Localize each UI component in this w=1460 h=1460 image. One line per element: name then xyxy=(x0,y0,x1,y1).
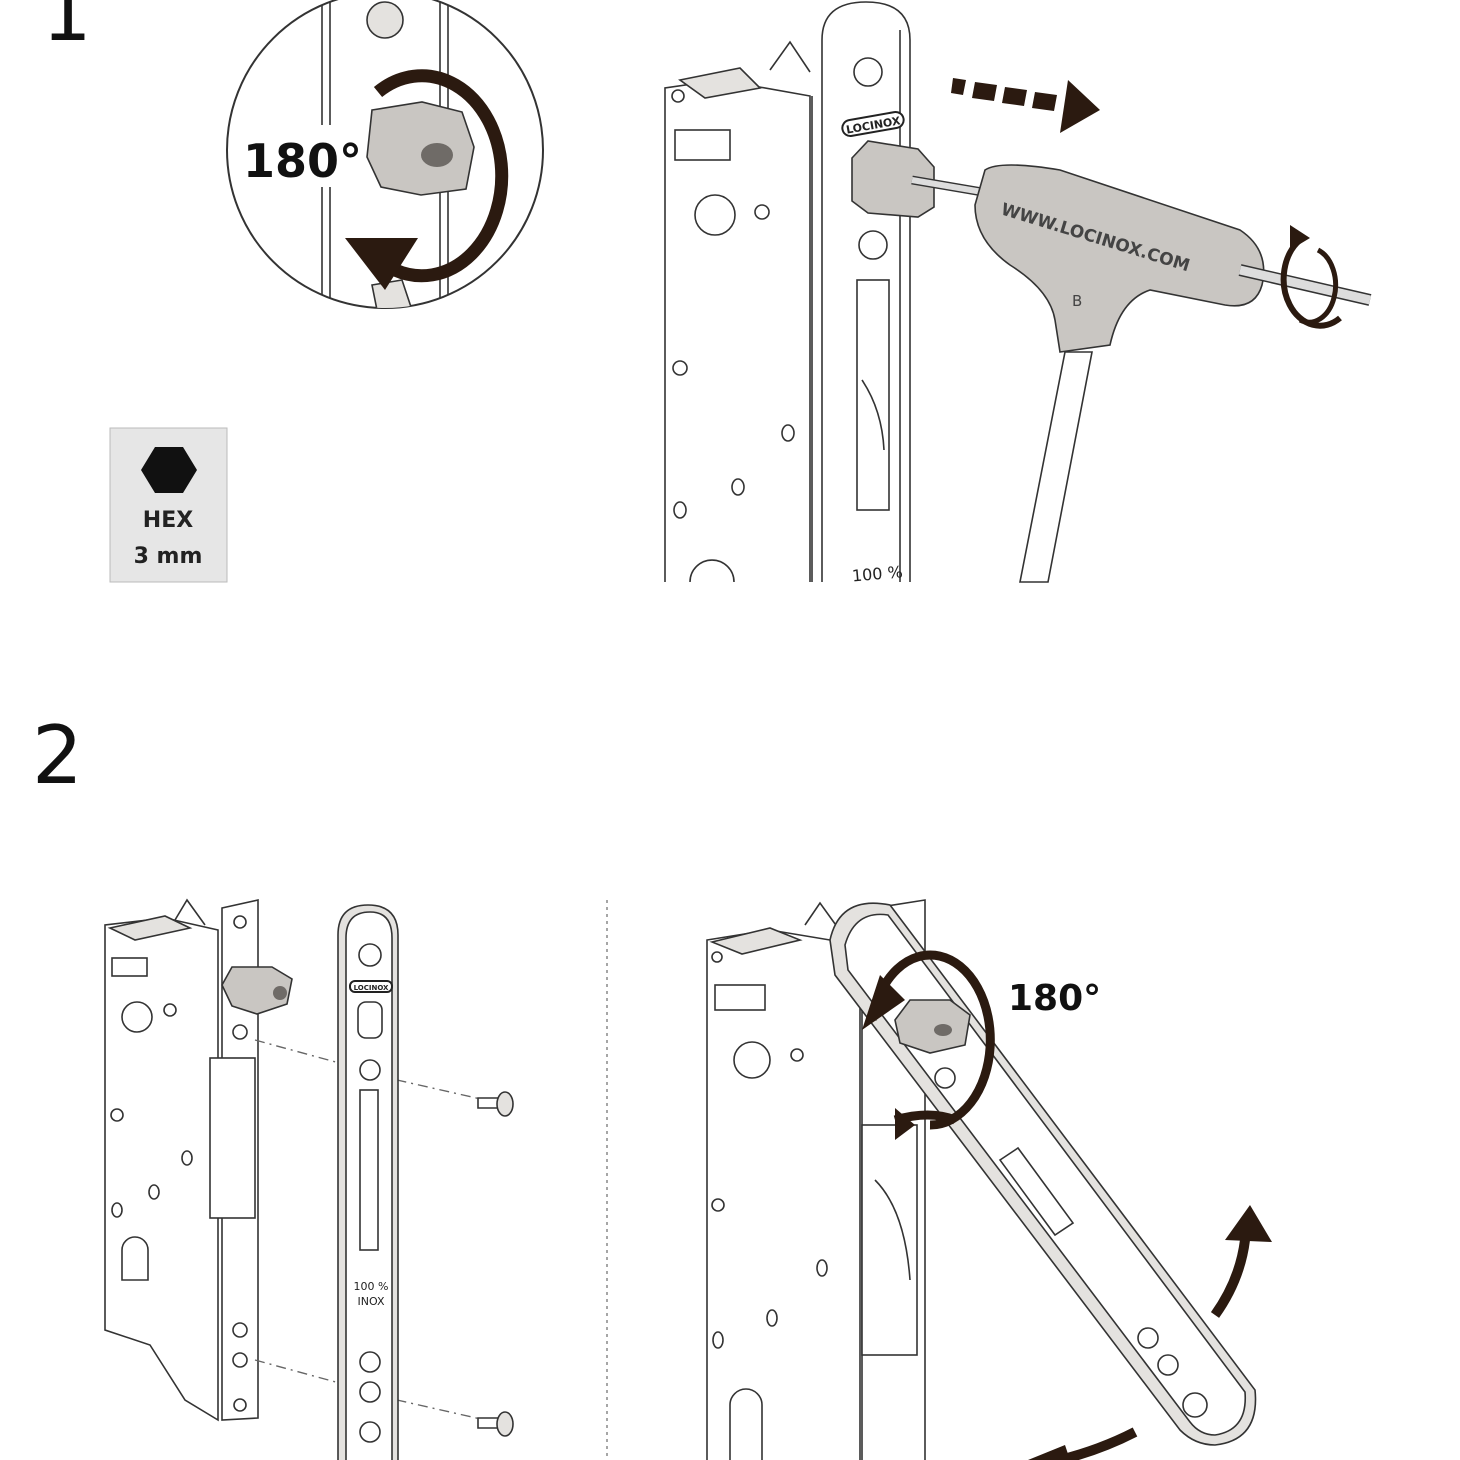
t-handle-hex-key: WWW.LOCINOX.COM B xyxy=(851,140,1372,583)
lock-body xyxy=(664,40,813,583)
rotation-label: 180° xyxy=(243,134,362,188)
svg-text:100 %: 100 % xyxy=(354,1280,389,1293)
hex-tool-badge: HEX 3 mm xyxy=(109,427,228,583)
swing-arrows xyxy=(1028,1205,1272,1460)
lock-body-left xyxy=(104,898,293,1422)
rotation-arrow-180: 180° xyxy=(862,950,1101,1140)
screw-top xyxy=(477,1091,514,1117)
step-number-2: 2 xyxy=(32,709,83,802)
hexagon-icon xyxy=(141,447,197,493)
svg-text:LOCINOX: LOCINOX xyxy=(354,984,389,992)
rotation-arrow xyxy=(373,69,509,283)
rotated-faceplate xyxy=(829,902,1257,1446)
svg-text:INOX: INOX xyxy=(358,1295,385,1308)
zoom-detail-circle: 180° xyxy=(226,0,544,309)
hex-nut xyxy=(366,101,475,196)
rotation-label-2: 180° xyxy=(1008,978,1101,1019)
faceplate-separate: LOCINOX 100 % INOX xyxy=(337,904,399,1460)
svg-text:HEX: HEX xyxy=(143,508,193,533)
faceplate: LOCINOX 100 % xyxy=(821,1,911,586)
pull-direction-arrow xyxy=(951,78,1100,133)
spin-arrow-icon xyxy=(1280,237,1342,329)
screw-bottom xyxy=(477,1411,514,1437)
svg-text:100 %: 100 % xyxy=(851,562,903,585)
svg-text:B: B xyxy=(1072,292,1082,310)
step-number-1: 1 xyxy=(42,0,92,59)
svg-text:3 mm: 3 mm xyxy=(134,544,203,569)
